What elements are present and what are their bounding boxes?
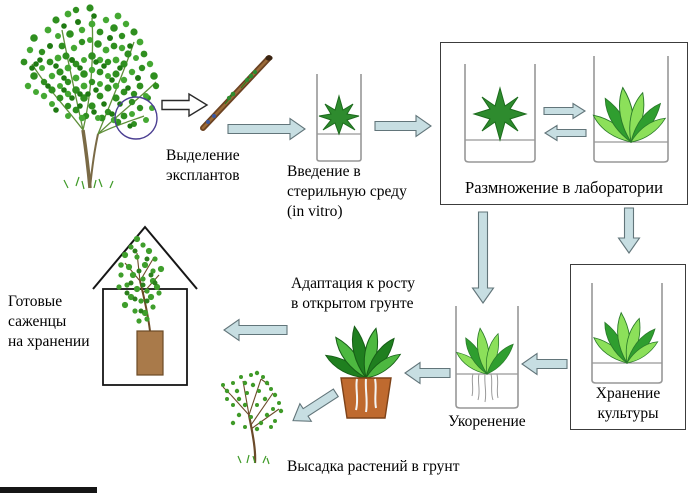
adaptation-line2: в открытом грунте bbox=[291, 295, 414, 313]
arrow-lab-to-storage-icon bbox=[617, 207, 641, 254]
rooting-label: Укоренение bbox=[448, 413, 526, 430]
intro-line2: стерильную среду bbox=[287, 183, 407, 201]
culture-storage-box: Хранение культуры bbox=[570, 264, 686, 430]
ready-seedlings-label: Готовые саженцы на хранении bbox=[8, 292, 90, 352]
explants-label-line2: эксплантов bbox=[166, 167, 240, 185]
ready-line1: Готовые bbox=[8, 293, 63, 310]
arrow-adaptation-to-planting-icon bbox=[292, 388, 340, 422]
image-edge-artifact bbox=[0, 487, 97, 493]
leafy-plant bbox=[593, 311, 659, 365]
ready-line2: саженцы bbox=[8, 313, 67, 331]
culture-storage-label: Хранение культуры bbox=[571, 384, 685, 424]
lab-vessel-plantlet-icon bbox=[464, 64, 536, 163]
test-tube-with-plantlet-icon bbox=[316, 74, 362, 162]
roots bbox=[355, 378, 377, 413]
storage-line1: Хранение bbox=[595, 384, 661, 402]
mother-plant-shrub-icon bbox=[20, 4, 160, 190]
plantlet bbox=[472, 86, 528, 142]
arrow-tree-to-cutting-icon bbox=[161, 92, 209, 118]
arrow-subculture-right-icon bbox=[543, 102, 587, 120]
storage-line2: культуры bbox=[597, 404, 659, 422]
young-tree-planted-icon bbox=[221, 370, 284, 465]
intro-line3: (in vitro) bbox=[287, 203, 343, 221]
storage-vessel-leafy-icon bbox=[591, 283, 663, 384]
lab-propagation-box: Размножение в лаборатории bbox=[440, 42, 688, 205]
plantlet bbox=[318, 94, 360, 136]
selection-circle bbox=[114, 96, 158, 140]
lab-propagation-label: Размножение в лаборатории bbox=[465, 177, 663, 197]
adaptation-line1: Адаптация к росту bbox=[291, 275, 415, 292]
leafy-plant bbox=[455, 327, 514, 375]
planting-label: Высадка растений в грунт bbox=[287, 458, 460, 475]
intro-line1: Введение в bbox=[287, 163, 361, 180]
explants-label: Выделение эксплантов bbox=[166, 146, 240, 186]
arrow-tube-to-lab-icon bbox=[374, 114, 432, 138]
arrow-storage-to-rooting-icon bbox=[521, 352, 568, 376]
rooting-vessel-with-roots-icon bbox=[455, 306, 519, 409]
arrow-lab-to-rooting-icon bbox=[471, 211, 495, 304]
grass-tuft bbox=[237, 454, 270, 465]
arrow-subculture-left-icon bbox=[543, 124, 587, 142]
arrow-adaptation-to-house-icon bbox=[223, 318, 288, 342]
leafy-plant bbox=[324, 325, 402, 380]
arrow-cutting-to-tube-icon bbox=[227, 117, 306, 141]
explant-branch-cutting-icon bbox=[200, 55, 273, 131]
adaptation-label: Адаптация к росту в открытом грунте bbox=[291, 274, 415, 314]
arrow-rooting-to-adaptation-icon bbox=[404, 361, 451, 385]
lab-vessel-leafy-icon bbox=[592, 56, 669, 163]
grass-tuft bbox=[63, 176, 114, 190]
ready-line3: на хранении bbox=[8, 333, 90, 351]
explants-label-line1: Выделение bbox=[166, 147, 240, 164]
leafy-plant bbox=[592, 86, 667, 144]
intro-sterile-label: Введение в стерильную среду (in vitro) bbox=[287, 162, 407, 222]
potted-plant-with-roots-icon bbox=[324, 325, 402, 419]
roots bbox=[471, 373, 499, 403]
storage-house-with-seedling-icon bbox=[92, 225, 198, 386]
